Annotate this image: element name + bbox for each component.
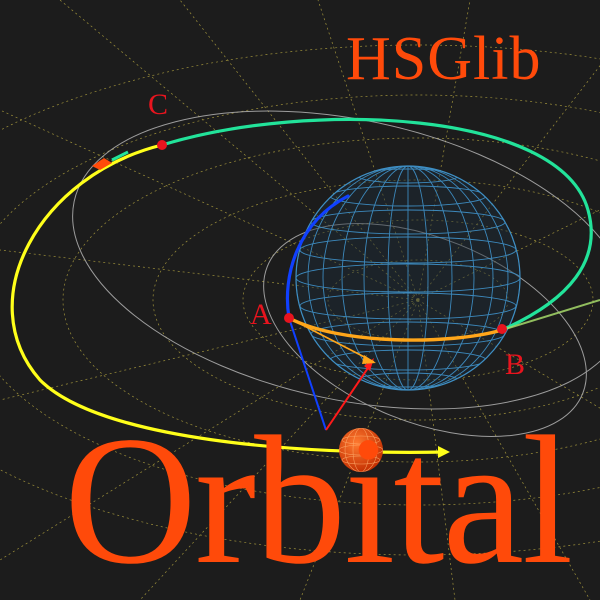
orbit-path-green [160,117,593,332]
app-title: Orbital [64,398,573,600]
moon-sphere-icon [339,428,383,472]
orbit-path-yellow [10,143,447,454]
point-c-marker [157,140,167,150]
point-b-label: B [505,348,526,381]
spacecraft-icon [92,150,129,170]
transfer-arc-blue [285,194,350,320]
orbit-rings [72,110,600,437]
transfer-arc-orange [287,316,504,342]
orbit-arrowhead [438,446,450,458]
brand-title: HSGlib [346,25,542,93]
point-a-marker [284,313,294,323]
point-b-marker [497,324,507,334]
wireframe-globe-icon [295,165,521,391]
point-c-label: C [148,88,169,121]
orbit-escape-tail [501,299,600,331]
velocity-vectors [288,317,376,431]
point-a-label: A [250,298,272,331]
